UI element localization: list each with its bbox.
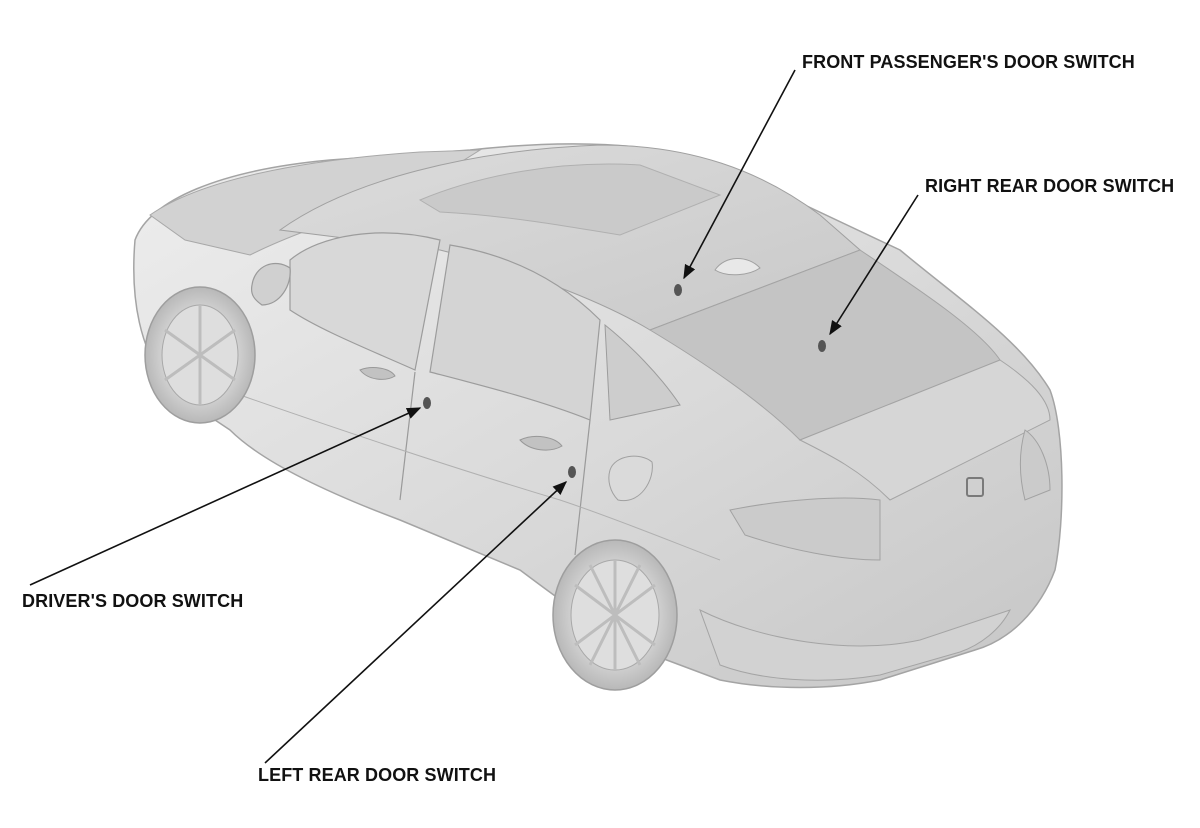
car-antenna <box>714 258 761 276</box>
car-side-window-front <box>289 232 441 371</box>
car-door-handle-front <box>359 367 396 380</box>
car-illustration <box>133 143 1063 691</box>
car-rear-bumper <box>699 608 1011 681</box>
car-trunk-lid <box>798 359 1051 501</box>
car-fuel-door <box>608 455 653 502</box>
front-passenger-door-switch-label: FRONT PASSENGER'S DOOR SWITCH <box>802 52 1135 72</box>
left-rear-door-switch-label: LEFT REAR DOOR SWITCH <box>258 765 497 785</box>
left-rear-switch-marker <box>568 466 576 478</box>
right-rear-leader <box>829 194 919 336</box>
car-side-mirror <box>250 263 291 306</box>
car-door-handle-rear <box>519 435 563 451</box>
driver-switch-marker <box>423 397 431 409</box>
car-body-line <box>239 394 721 561</box>
right-rear-switch-marker <box>818 340 826 352</box>
leader-lines <box>29 69 919 764</box>
car-sunroof <box>418 163 722 236</box>
car-front-wheel <box>144 286 256 424</box>
switch-markers <box>423 284 826 478</box>
front-passenger-leader <box>683 69 796 280</box>
drivers-door-switch-label: DRIVER'S DOOR SWITCH <box>22 591 244 611</box>
car-side-window-rear <box>429 244 601 421</box>
front-passenger-switch-marker <box>674 284 682 296</box>
driver-leader <box>29 407 422 586</box>
car-door-seam <box>399 371 591 556</box>
car-rear-emblem <box>966 477 984 497</box>
right-rear-door-switch-label: RIGHT REAR DOOR SWITCH <box>925 176 1175 196</box>
car-rear-wheel <box>552 539 678 691</box>
car-quarter-window <box>604 323 681 421</box>
car-taillight <box>729 497 881 561</box>
left-rear-leader <box>264 481 568 764</box>
car-taillight-right <box>1019 429 1051 501</box>
